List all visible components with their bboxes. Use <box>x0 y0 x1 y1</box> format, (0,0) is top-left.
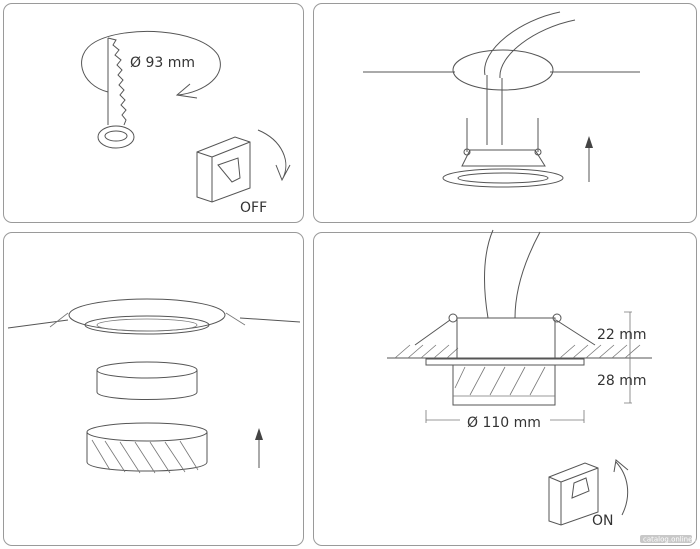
cut-diameter-label: Ø 93 mm <box>130 55 195 71</box>
panel-step-3-assemble <box>3 232 304 546</box>
depth-below-ceiling-label: 28 mm <box>597 373 647 389</box>
ceiling-wires-illustration <box>363 11 640 188</box>
depth-above-ceiling-label: 22 mm <box>597 327 647 343</box>
hole-saw-icon <box>81 30 221 149</box>
switch-on-label: ON <box>592 513 614 529</box>
switch-off-icon <box>196 129 291 203</box>
fixture-assembly-illustration <box>7 298 301 474</box>
watermark: catalog.onliner.by <box>643 536 700 544</box>
switch-off-label: OFF <box>240 200 267 216</box>
panel-step-1-cut-hole <box>3 3 304 223</box>
panel-step-4-dimensions <box>313 232 697 546</box>
fixture-cross-section <box>387 229 652 423</box>
panel-step-2-connect-wires <box>313 3 697 223</box>
switch-on-icon <box>548 459 629 526</box>
arrow-up-icon <box>585 136 593 182</box>
arrow-up-icon <box>255 428 263 468</box>
fixture-diameter-label: Ø 110 mm <box>467 415 541 431</box>
